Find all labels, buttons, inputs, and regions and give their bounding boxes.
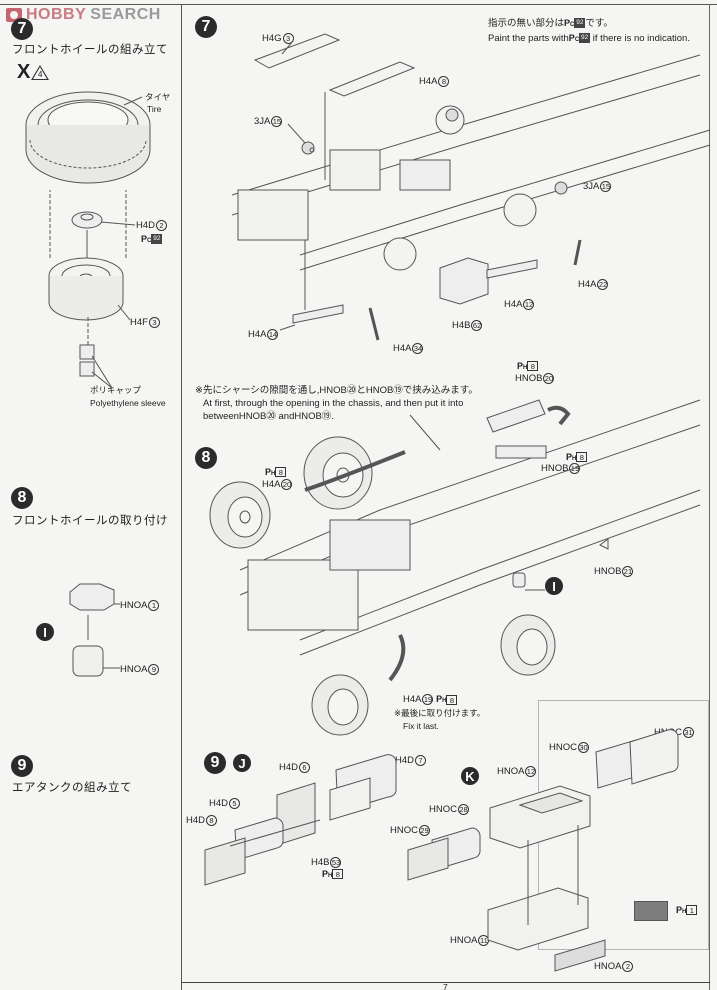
- step-7-badge: 7: [11, 18, 33, 40]
- wheel-rear-right: [311, 674, 369, 736]
- sleeve-label-jp: ポリキャップ: [90, 385, 142, 395]
- page-number: 7: [443, 982, 448, 990]
- tire-label-jp: タイヤ: [145, 92, 171, 102]
- watermark-brand: HOBBY: [26, 6, 87, 23]
- paint-code: PC: [564, 18, 575, 28]
- bottom-rule: [182, 982, 710, 983]
- step-7-title: フロントホイールの組み立て: [12, 42, 168, 56]
- sleeve-label-en: Polyethylene sleeve: [90, 398, 166, 408]
- fix-last-note-jp: ※最後に取り付けます。: [394, 708, 486, 718]
- chassis-frame-illustration: [231, 33, 711, 341]
- sub-step-j-badge: J: [233, 754, 251, 772]
- step-8-badge-main: 8: [195, 447, 217, 469]
- column-divider: [181, 4, 182, 990]
- tire-label-en: Tire: [147, 104, 162, 114]
- quantity-triangle-icon: [31, 65, 49, 80]
- poly-sleeve-illustration: [79, 344, 113, 389]
- step-9-badge-left: 9: [11, 755, 33, 777]
- chassis-opening-note: ※先にシャーシの隙間を通し,HNOB⑳とHNOB⑲で挟み込みます。 At fir…: [195, 385, 478, 422]
- hub-assembly-illustration: [69, 583, 120, 677]
- step-9-badge-main: 9: [204, 752, 226, 774]
- air-tank-illustration: [204, 754, 397, 886]
- sub-step-i-badge-left: I: [36, 623, 54, 641]
- paint-number: 92: [574, 18, 586, 29]
- top-rule: [0, 4, 717, 5]
- paint-note-jp: 指示の無い部分は: [488, 18, 565, 29]
- paint-note-en: Paint the parts with: [488, 33, 569, 44]
- step-7-badge-main: 7: [195, 16, 217, 38]
- wheel-rear-left: [209, 481, 271, 549]
- quantity-mark: X: [17, 61, 31, 83]
- wheel-front-right: [500, 614, 556, 676]
- tire-illustration: [25, 91, 151, 184]
- step-8-title: フロントホイールの取り付け: [12, 513, 168, 527]
- paint-color-swatch: [634, 901, 668, 921]
- quantity-number: 4: [38, 70, 43, 79]
- fix-last-note-en: Fix it last.: [403, 721, 439, 731]
- hub-cap-illustration: [71, 211, 136, 268]
- wheel-rim-illustration: [48, 257, 131, 345]
- right-rule: [709, 4, 710, 990]
- step-8-badge-left: 8: [11, 487, 33, 509]
- watermark-brand-search: SEARCH: [90, 6, 161, 23]
- sub-step-k-badge: K: [461, 767, 479, 785]
- step-9-title: エアタンクの組み立て: [12, 780, 132, 794]
- wheel-front-left: [303, 436, 373, 510]
- sub-step-i-badge-main: I: [545, 577, 563, 595]
